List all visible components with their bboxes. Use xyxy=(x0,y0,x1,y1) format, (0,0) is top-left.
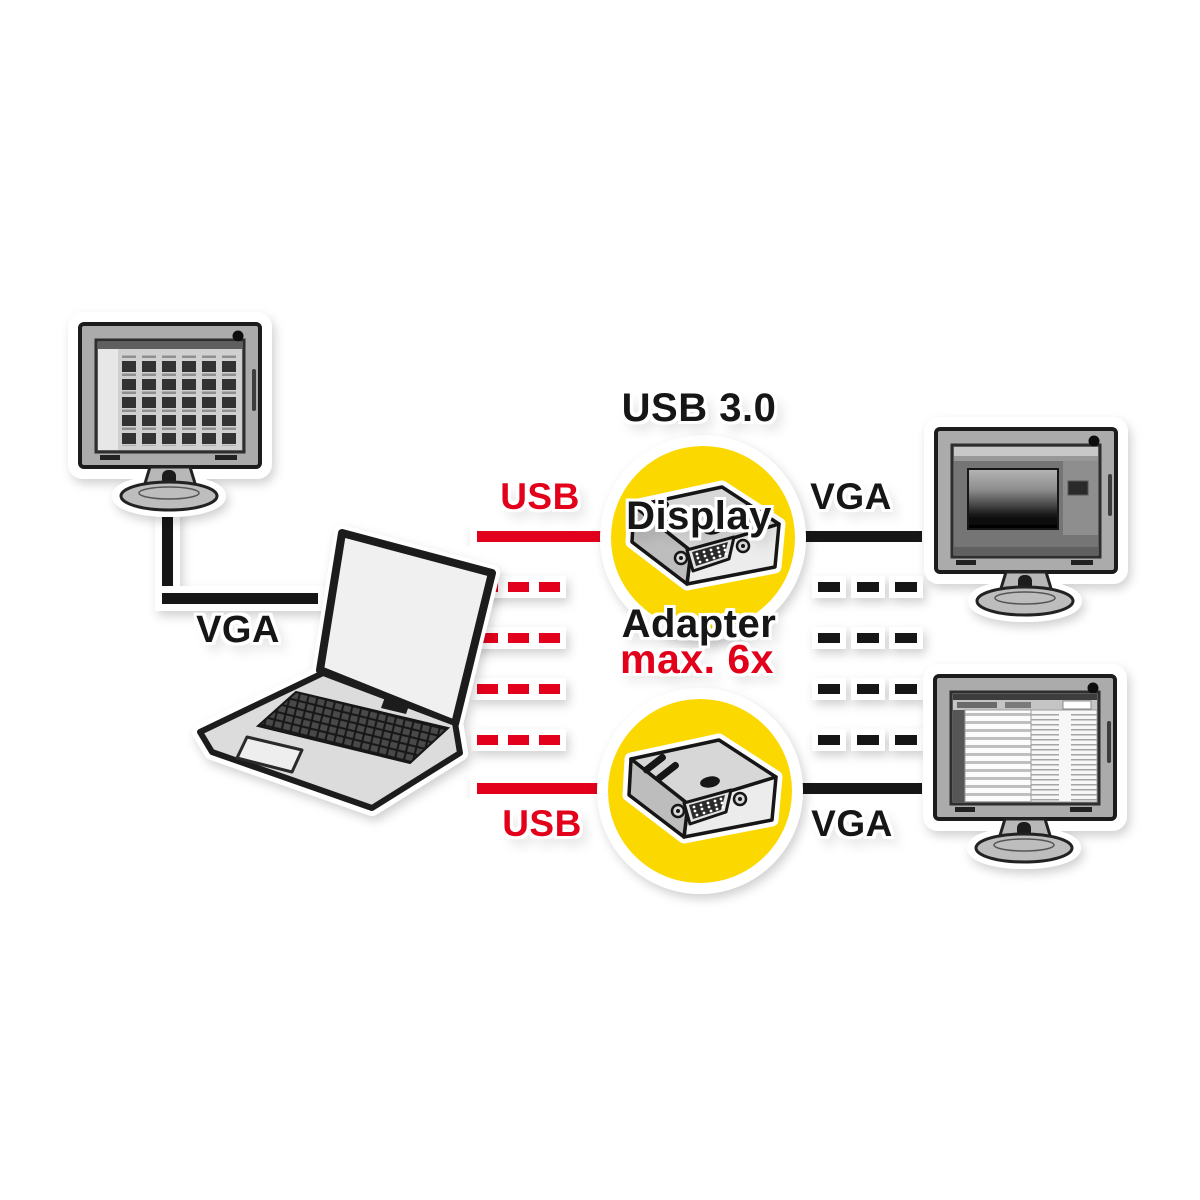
title-line-1: USB 3.0 xyxy=(621,386,777,430)
usb-display-adapter-top xyxy=(600,435,806,641)
monitor-email-client-icon xyxy=(928,669,1122,864)
label-bottom-vga: VGA xyxy=(811,803,893,844)
vga-line-bottom xyxy=(779,776,929,801)
monitor-file-browser-icon xyxy=(73,317,267,512)
usb-display-adapter-bottom xyxy=(597,688,803,894)
vga-dashed-lines xyxy=(812,576,923,751)
monitor-photo-viewer-icon xyxy=(929,422,1123,617)
title-line-2: Display xyxy=(626,494,772,538)
diagram-title: USB 3.0 Display Adapter xyxy=(539,318,859,714)
label-top-usb: USB xyxy=(500,476,580,517)
note-max-6x: max. 6x xyxy=(620,636,774,682)
label-bottom-usb: USB xyxy=(502,803,582,844)
label-left-vga: VGA xyxy=(196,609,280,651)
label-top-vga: VGA xyxy=(810,476,892,517)
title-line-3: Adapter xyxy=(621,602,777,646)
laptop-icon xyxy=(192,525,500,816)
vga-cable-left xyxy=(155,507,325,611)
usb-line-bottom xyxy=(470,776,624,801)
